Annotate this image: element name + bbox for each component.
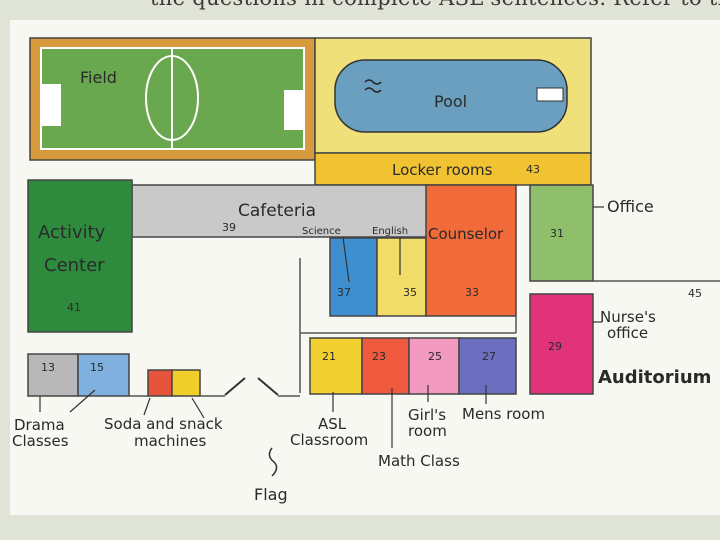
science-pointer bbox=[342, 236, 350, 283]
science-label: Science bbox=[302, 226, 341, 237]
asl-label-2: Classroom bbox=[290, 431, 368, 449]
cafeteria-label: Cafeteria bbox=[238, 201, 316, 221]
map-page: Field Pool Locker rooms 43 Cafeteria 39 … bbox=[10, 20, 720, 515]
cafeteria bbox=[131, 184, 431, 238]
locker-rooms-label: Locker rooms bbox=[392, 161, 493, 179]
school-map: Field Pool Locker rooms 43 Cafeteria 39 … bbox=[12, 37, 720, 504]
counselor-number: 33 bbox=[465, 286, 479, 299]
mens-label: Mens room bbox=[462, 405, 545, 423]
door-right bbox=[257, 377, 279, 396]
cafeteria-number: 39 bbox=[222, 221, 236, 234]
room-23 bbox=[361, 337, 410, 395]
pool-ladder-icon bbox=[536, 87, 564, 102]
room-23-number: 23 bbox=[372, 350, 386, 363]
activity-center-label-1: Activity bbox=[38, 222, 106, 243]
room-13-number: 13 bbox=[41, 361, 55, 374]
office bbox=[529, 184, 594, 282]
water-wave-icon bbox=[364, 79, 382, 93]
field-goal-right bbox=[284, 90, 304, 130]
flag-icon bbox=[268, 447, 278, 477]
english-label: English bbox=[372, 226, 408, 237]
room-21 bbox=[309, 337, 363, 395]
english-number: 35 bbox=[403, 286, 417, 299]
nurse-office bbox=[529, 293, 594, 395]
counselor-office bbox=[425, 184, 517, 317]
room-25 bbox=[408, 337, 460, 395]
science-number: 37 bbox=[337, 286, 351, 299]
pool-water bbox=[334, 59, 568, 133]
door-left bbox=[224, 377, 246, 396]
room-45-number: 45 bbox=[688, 287, 702, 300]
soda-machine-yellow bbox=[171, 369, 201, 397]
flag-label: Flag bbox=[254, 485, 288, 504]
room-25-number: 25 bbox=[428, 350, 442, 363]
pool-label: Pool bbox=[434, 92, 467, 111]
room-27 bbox=[458, 337, 517, 395]
science-room bbox=[329, 237, 378, 317]
asl-label-1: ASL bbox=[318, 415, 347, 433]
math-label: Math Class bbox=[378, 452, 460, 470]
office-number: 31 bbox=[550, 227, 564, 240]
drama-label-2: Classes bbox=[12, 432, 69, 450]
counselor-label: Counselor bbox=[428, 225, 504, 243]
nurse-label-1: Nurse's bbox=[600, 308, 656, 326]
english-room bbox=[376, 237, 427, 317]
room-13 bbox=[27, 353, 79, 397]
room-21-number: 21 bbox=[322, 350, 336, 363]
field-center-circle bbox=[145, 55, 199, 141]
room-27-number: 27 bbox=[482, 350, 496, 363]
soda-label-1: Soda and snack bbox=[104, 415, 223, 433]
drama-label-1: Drama bbox=[14, 416, 65, 434]
soda-pointer-2 bbox=[191, 397, 205, 419]
field-label: Field bbox=[80, 68, 117, 87]
soda-machine-red bbox=[147, 369, 173, 397]
locker-rooms-number: 43 bbox=[526, 163, 540, 176]
office-label: Office bbox=[607, 197, 654, 216]
nurse-label-2: office bbox=[607, 324, 648, 342]
room-15-number: 15 bbox=[90, 361, 104, 374]
auditorium-label: Auditorium bbox=[598, 367, 711, 388]
activity-center bbox=[27, 179, 133, 333]
header-text: the questions in complete ASL sentences.… bbox=[150, 0, 720, 10]
activity-center-label-2: Center bbox=[44, 255, 105, 276]
room-15 bbox=[77, 353, 130, 397]
girls-label-2: room bbox=[408, 422, 447, 440]
field-goal-left bbox=[41, 84, 61, 126]
girls-label-1: Girl's bbox=[408, 406, 446, 424]
activity-center-number: 41 bbox=[67, 301, 81, 314]
nurse-number: 29 bbox=[548, 340, 562, 353]
soda-label-2: machines bbox=[134, 432, 206, 450]
soda-pointer-1 bbox=[143, 397, 151, 416]
drama-pointer-2 bbox=[69, 389, 96, 413]
